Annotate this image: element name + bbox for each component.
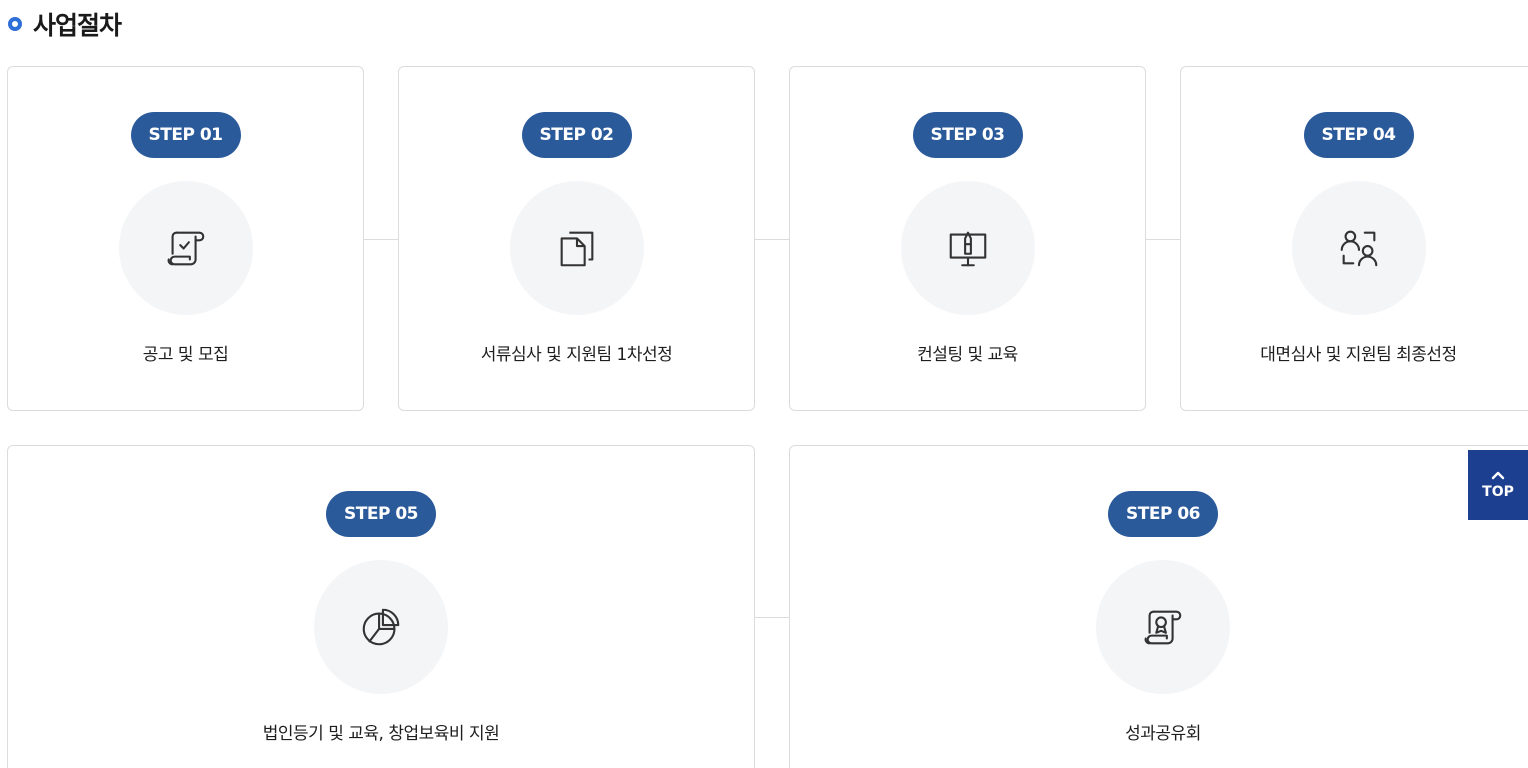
- step-connector: [754, 617, 790, 618]
- section-heading: 사업절차: [8, 4, 122, 44]
- presentation-board-icon: [949, 231, 986, 267]
- step-label: 서류심사 및 지원팀 1차선정: [480, 345, 673, 365]
- page-title: 사업절차: [33, 11, 122, 40]
- step-icon-container: [900, 181, 1035, 315]
- step-badge: STEP 01: [130, 112, 241, 158]
- people-interview-icon: [1340, 230, 1377, 267]
- step-icon-container: [509, 181, 644, 315]
- step-badge: STEP 03: [912, 112, 1023, 158]
- step-card-01: STEP 01 공고 및 모집: [7, 66, 364, 411]
- document-check-icon: [167, 231, 204, 266]
- step-badge: STEP 05: [326, 491, 436, 537]
- title-bullet-icon: [8, 17, 22, 31]
- step-connector: [1145, 239, 1181, 240]
- step-icon-container: [118, 181, 253, 315]
- step-label: 성과공유회: [1125, 724, 1201, 744]
- step-card-02: STEP 02 서류심사 및 지원팀 1차선정: [398, 66, 755, 411]
- certificate-award-icon: [1144, 610, 1182, 645]
- chevron-up-icon: [1491, 471, 1505, 480]
- scroll-to-top-button[interactable]: TOP: [1468, 450, 1528, 520]
- step-card-03: STEP 03 컨설팅 및 교육: [789, 66, 1146, 411]
- step-card-04: STEP 04 대면심사 및 지원팀 최종선정: [1180, 66, 1528, 411]
- step-badge: STEP 04: [1303, 112, 1414, 158]
- step-label: 컨설팅 및 교육: [917, 345, 1018, 365]
- step-connector: [363, 239, 399, 240]
- step-icon-container: [1096, 560, 1230, 694]
- pie-chart-icon: [362, 608, 400, 646]
- step-label: 대면심사 및 지원팀 최종선정: [1260, 345, 1457, 365]
- step-card-06: STEP 06 성과공유회: [789, 445, 1528, 768]
- step-label: 공고 및 모집: [142, 345, 229, 365]
- step-label: 법인등기 및 교육, 창업보육비 지원: [262, 724, 500, 744]
- step-badge: STEP 02: [521, 112, 632, 158]
- documents-icon: [560, 231, 593, 267]
- step-badge: STEP 06: [1108, 491, 1218, 537]
- step-icon-container: [1291, 181, 1426, 315]
- step-icon-container: [314, 560, 448, 694]
- step-connector: [754, 239, 790, 240]
- top-button-label: TOP: [1482, 484, 1514, 500]
- step-card-05: STEP 05 법인등기 및 교육, 창업보육비 지원: [7, 445, 755, 768]
